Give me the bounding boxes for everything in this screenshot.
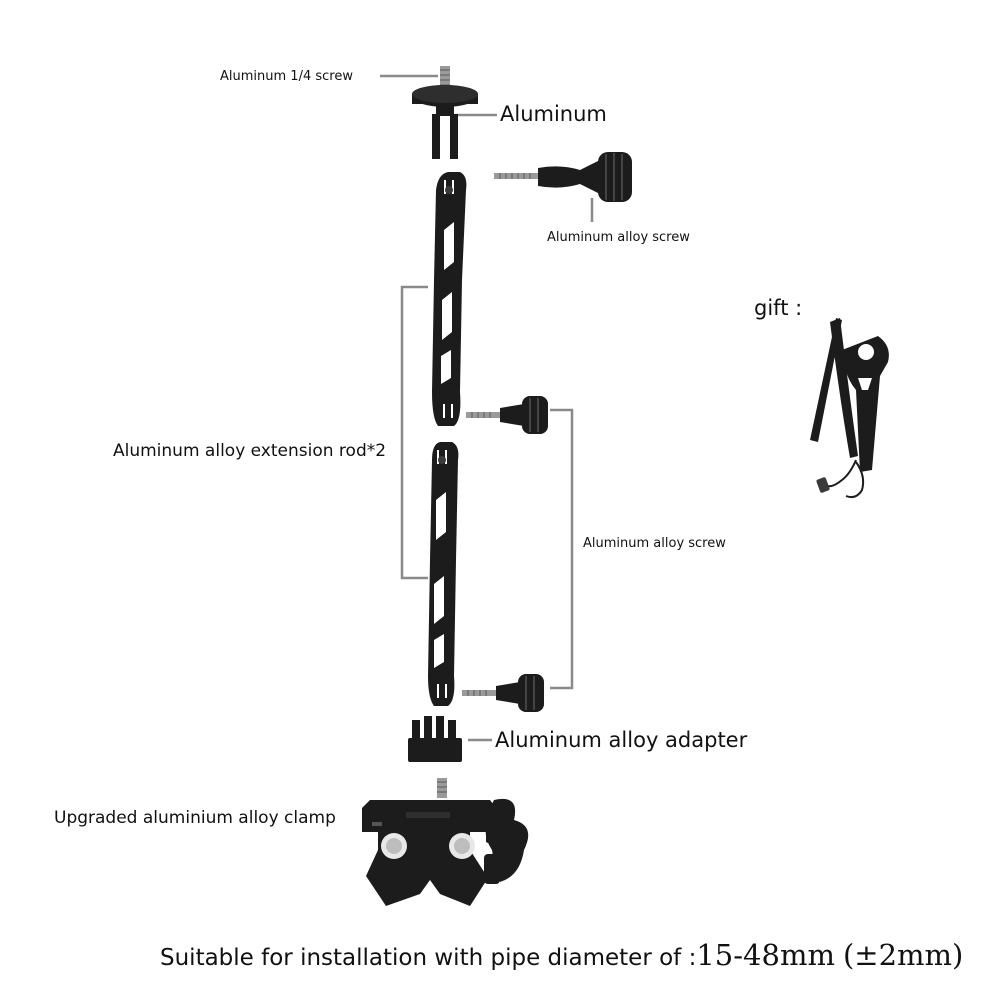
- top-knob-screw-label: Aluminum alloy screw: [547, 230, 690, 245]
- pipe-diameter-note: Suitable for installation with pipe diam…: [160, 938, 963, 972]
- adapter-label: Aluminum alloy adapter: [495, 728, 748, 752]
- pipe-diameter-range: 15-48mm: [696, 938, 835, 972]
- aluminum-alloy-adapter: [408, 716, 462, 762]
- gift-wrench-with-lanyard: [810, 318, 889, 499]
- quarter-inch-screw-thread: [440, 66, 450, 90]
- bracket-middle-screws: [550, 408, 574, 690]
- top-aluminum-mount: [412, 66, 478, 159]
- extension-rod-2: [428, 442, 459, 706]
- bracket-extension-rod: [400, 285, 428, 580]
- extension-rod-label: Aluminum alloy extension rod*2: [113, 441, 387, 461]
- top-knob-screw: [494, 152, 632, 202]
- clamp-screw-thread: [437, 778, 447, 798]
- middle-knob-screw-upper: [466, 396, 548, 434]
- pipe-diameter-tolerance: (±2mm): [842, 938, 964, 972]
- gift-label: gift :: [754, 296, 803, 320]
- middle-screws-label: Aluminum alloy screw: [583, 536, 726, 551]
- pipe-diameter-text: Suitable for installation with pipe diam…: [160, 945, 697, 971]
- middle-knob-screw-lower: [462, 674, 544, 712]
- aluminium-alloy-clamp: [362, 778, 529, 906]
- leader-lines: [380, 74, 594, 742]
- extension-rod-1: [432, 172, 467, 426]
- top-screw-label: Aluminum 1/4 screw: [220, 69, 353, 84]
- top-mount-label: Aluminum: [500, 102, 607, 126]
- clamp-label: Upgraded aluminium alloy clamp: [54, 808, 336, 828]
